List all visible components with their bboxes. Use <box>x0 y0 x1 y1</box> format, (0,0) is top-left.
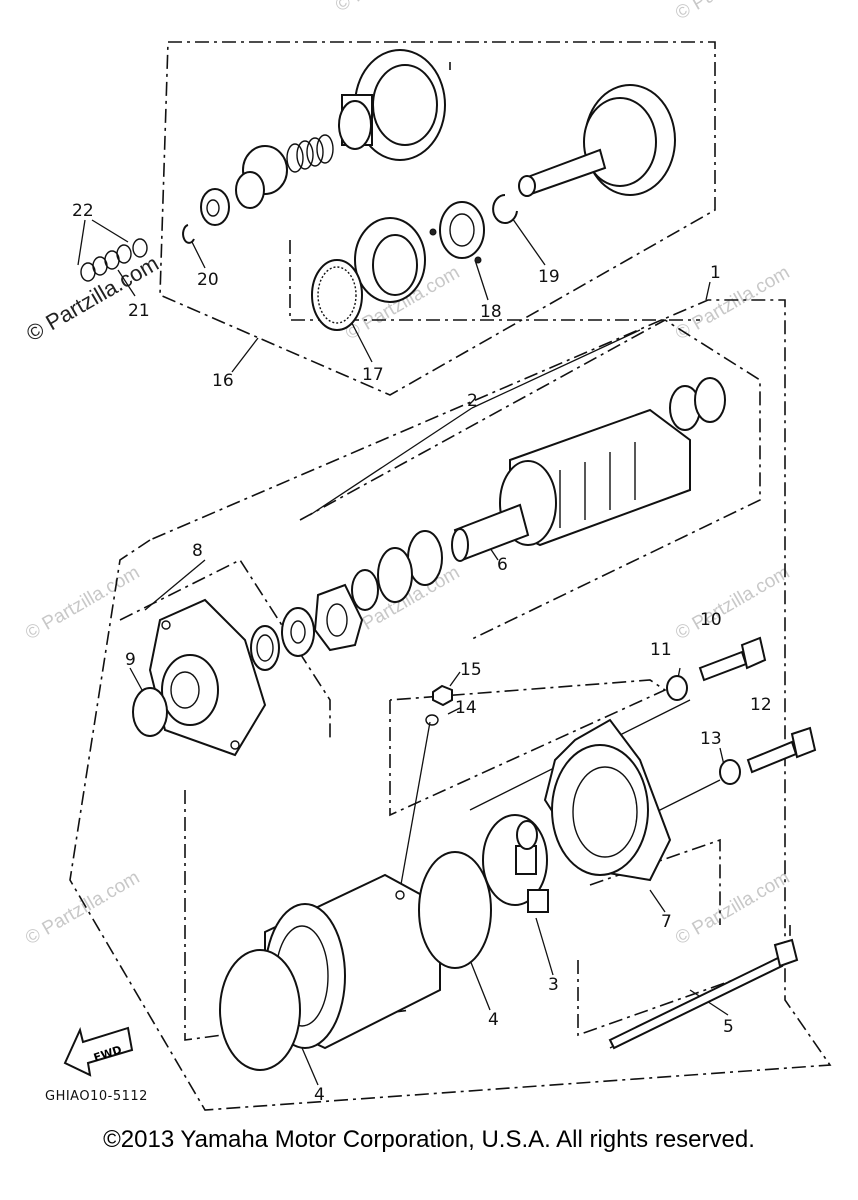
spring-part <box>286 134 334 173</box>
pinion-gear-part <box>200 145 288 226</box>
part-label-6: 6 <box>497 555 508 575</box>
part-label-10: 10 <box>700 610 722 630</box>
armature-washers-part <box>351 377 726 611</box>
part-label-22: 22 <box>72 201 94 221</box>
part-label-16: 16 <box>212 371 234 391</box>
group-outlines <box>69 41 832 1111</box>
part-label-12: 12 <box>750 695 772 715</box>
shaft-gear-part <box>518 84 676 197</box>
part-label-1: 1 <box>710 263 721 283</box>
part-label-13: 13 <box>700 729 722 749</box>
washer-11-part <box>666 675 688 701</box>
gasket-4-rear-part <box>418 851 492 969</box>
part-label-7: 7 <box>661 912 672 932</box>
watermark: © Partzilla.com <box>22 562 143 644</box>
washer-13-part <box>719 759 741 785</box>
part-label-14: 14 <box>455 698 477 718</box>
rear-cover-7-part <box>543 718 672 882</box>
front-bracket-part <box>148 598 267 757</box>
part-label-18: 18 <box>480 302 502 322</box>
fwd-arrow-icon: FWD <box>63 1026 134 1077</box>
bearing-8-part <box>250 607 315 671</box>
watermark: © Partzilla.com <box>672 562 793 644</box>
part-label-5: 5 <box>723 1017 734 1037</box>
o-ring-9-part <box>132 687 168 737</box>
watermark: © Partzilla.com <box>332 0 453 16</box>
gasket-4-front-part <box>219 949 301 1071</box>
drawing-code: GHIAO10-5112 <box>45 1089 148 1104</box>
washer-14-part <box>425 714 439 726</box>
parts-art: FWD <box>63 49 817 1077</box>
part-label-17: 17 <box>362 365 384 385</box>
through-bolt-5-part <box>608 938 799 1050</box>
watermark: © Partzilla.com <box>672 262 793 344</box>
bolt-12-part <box>746 726 817 774</box>
part-label-2: 2 <box>467 391 478 411</box>
brush-holder-3-part <box>482 814 549 913</box>
part-label-20: 20 <box>197 270 219 290</box>
part-label-3: 3 <box>548 975 559 995</box>
part-label-4: 4 <box>488 1010 499 1030</box>
yoke-part <box>264 873 441 1050</box>
part-label-4b: 4 <box>314 1085 325 1105</box>
armature-2-part <box>451 408 691 562</box>
part-labels: 1 2 3 4 4 5 6 7 8 9 10 11 12 13 14 15 16… <box>45 201 772 1105</box>
part-label-21: 21 <box>128 301 150 321</box>
needle-bearing-17-part <box>311 259 363 331</box>
retainer-18-part <box>429 201 485 264</box>
part-label-8: 8 <box>192 541 203 561</box>
bearing-cup-part <box>354 217 426 303</box>
clip-20-part <box>182 224 195 244</box>
watermark: © Partzilla.com <box>22 867 143 949</box>
part-label-15: 15 <box>460 660 482 680</box>
part-label-9: 9 <box>125 650 136 670</box>
bolt-10-part <box>698 636 767 682</box>
watermark: © Partzilla.com <box>672 0 793 24</box>
washers-21-22-part <box>80 238 148 282</box>
copyright-notice: ©2013 Yamaha Motor Corporation, U.S.A. A… <box>103 1126 755 1153</box>
watermark: © Partzilla.com <box>672 867 793 949</box>
part-label-19: 19 <box>538 267 560 287</box>
nut-15-part <box>432 684 453 707</box>
part-label-11: 11 <box>650 640 672 660</box>
clutch-pinion-part <box>338 49 446 161</box>
plate-6-part <box>313 583 364 652</box>
clip-19-part <box>492 194 518 224</box>
